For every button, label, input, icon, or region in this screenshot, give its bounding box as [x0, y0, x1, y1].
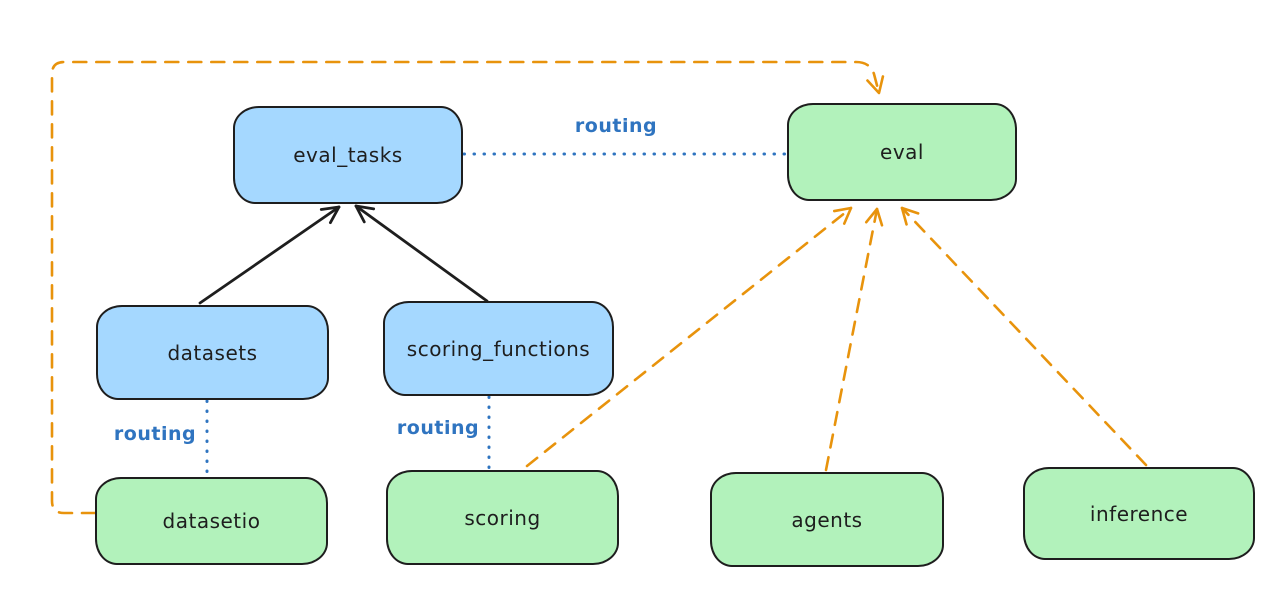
node-agents-label: agents	[791, 507, 863, 532]
edge-label-routing-datasets-datasetio: routing	[113, 423, 197, 445]
node-datasets: datasets	[96, 305, 329, 400]
node-eval: eval	[787, 103, 1017, 201]
edge-datasets-to-eval-tasks-arrow	[198, 205, 341, 305]
edge-label-routing-eval-tasks-eval: routing	[574, 115, 658, 137]
node-scoring-label: scoring	[464, 505, 541, 530]
node-eval-tasks-label: eval_tasks	[293, 143, 403, 167]
edge-scoring-functions-to-eval-tasks-arrow	[354, 204, 489, 303]
edge-label-routing-scoring-functions-scoring: routing	[396, 417, 480, 439]
node-scoring-functions: scoring_functions	[383, 301, 614, 396]
edge-datasetio-to-eval-dashed	[50, 60, 885, 515]
node-eval-label: eval	[880, 140, 924, 164]
edge-agents-to-eval-dashed	[824, 207, 884, 472]
node-scoring-functions-label: scoring_functions	[406, 336, 591, 361]
node-datasetio-label: datasetio	[162, 509, 261, 533]
node-datasets-label: datasets	[167, 340, 258, 365]
node-agents: agents	[710, 472, 944, 567]
node-datasetio: datasetio	[95, 477, 328, 565]
node-inference-label: inference	[1089, 501, 1189, 526]
edge-scoring-to-eval-dashed	[525, 206, 853, 468]
node-inference: inference	[1023, 467, 1255, 560]
edge-inference-to-eval-dashed	[900, 206, 1148, 467]
node-scoring: scoring	[386, 470, 619, 565]
node-eval-tasks: eval_tasks	[233, 106, 463, 204]
